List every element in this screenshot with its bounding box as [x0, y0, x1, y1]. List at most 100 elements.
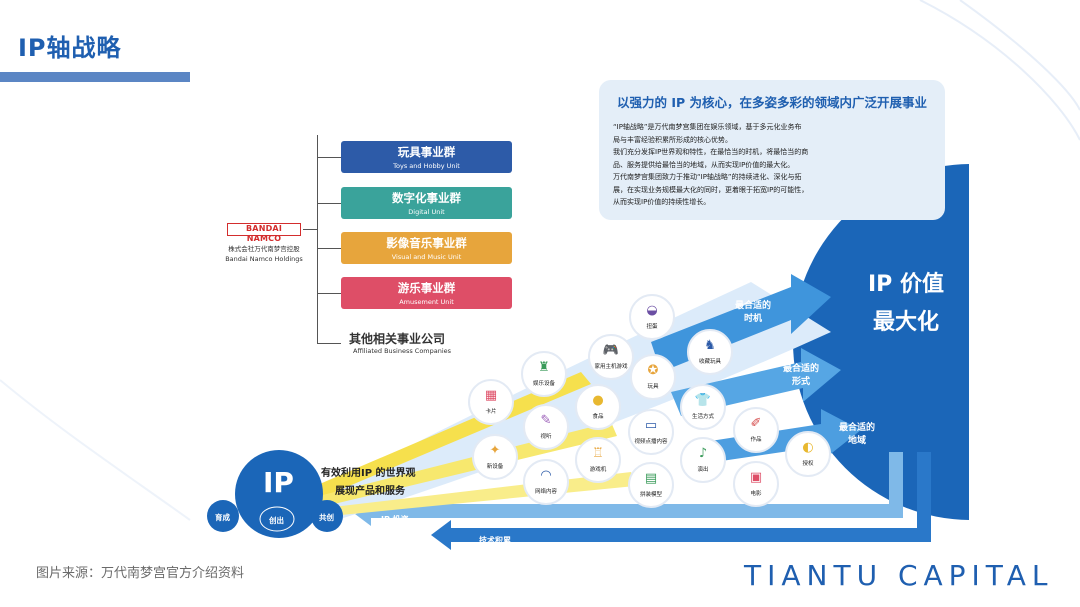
arrow-label-timing-line2: 时机	[743, 314, 762, 324]
arrow-label-region-line2: 地域	[847, 436, 866, 446]
unit-digital-en: Digital Unit	[408, 208, 445, 216]
unit-visual-music-en: Visual and Music Unit	[391, 253, 462, 261]
item-icon: ✪	[647, 363, 659, 378]
tree-trunk	[317, 135, 318, 343]
title-accent-bar	[0, 72, 190, 82]
nurture-circle	[207, 500, 239, 532]
item-label: 视听	[540, 434, 552, 440]
slogan-line-1: 有效利用IP 的世界观	[321, 468, 416, 479]
item-label: 游戏机	[589, 467, 607, 473]
item-icon: ●	[592, 393, 604, 408]
item-icon: ▣	[749, 470, 763, 485]
item-icon: ♪	[698, 446, 708, 461]
company-name-en: Bandai Namco Holdings	[225, 255, 303, 263]
item-icon: ✐	[750, 416, 762, 431]
tree-branch-2	[317, 203, 341, 204]
info-line-4: 品、服务提供给最恰当的地域，从而实现IP价值的最大化。	[613, 160, 795, 169]
item-icon: 👕	[694, 393, 712, 408]
item-label: 生活方式	[691, 414, 714, 420]
item-icon: ▭	[644, 418, 658, 433]
item-icon: 🎮	[602, 343, 620, 358]
arrow-label-timing: 最合适的 时机	[723, 300, 783, 326]
item-icon: ♖	[592, 446, 604, 461]
item-label: 食品	[592, 414, 604, 420]
flow-band-inner	[371, 452, 903, 518]
item-icon: ▦	[484, 388, 498, 403]
ip-value-line-2: 最大化	[872, 310, 939, 335]
item-label: 作品	[750, 437, 762, 443]
affiliated-en: Affiliated Business Companies	[353, 347, 452, 355]
tree-branch-aff	[317, 343, 341, 344]
info-line-6: 展，在实现业务规模最大化的同时，更着眼于拓宽IP的可能性，	[613, 185, 809, 194]
tree-branch-3	[317, 248, 341, 249]
nurture-label: 育成	[215, 513, 230, 522]
item-icon: ◠	[540, 468, 552, 483]
unit-visual-music: 影像音乐事业群 Visual and Music Unit	[341, 232, 512, 264]
unit-amusement-en: Amusement Unit	[399, 298, 454, 306]
flow-label-ip-investment: IP 投资	[381, 515, 409, 524]
arrow-label-form-line2: 形式	[791, 377, 810, 387]
arrow-label-form-line1: 最合适的	[782, 364, 819, 374]
info-box: 以强力的 IP 为核心，在多姿多彩的领域内广泛开展事业 “IP轴战略”是万代南梦…	[599, 80, 945, 220]
slogan-line-2: 展现产品和服务	[335, 486, 405, 497]
unit-amusement: 游乐事业群 Amusement Unit	[341, 277, 512, 309]
item-label: 视频点播内容	[634, 439, 668, 445]
flow-band-outer	[451, 452, 931, 542]
create-label: 创出	[269, 516, 284, 525]
strategy-diagram	[207, 164, 969, 550]
unit-amusement-cn: 游乐事业群	[397, 281, 456, 295]
item-label: 娱乐设备	[532, 381, 555, 387]
co-create-label: 共创	[319, 513, 334, 522]
info-line-2: 局与丰富经验积累所形成的核心优势。	[613, 135, 732, 144]
item-label: 玩具	[647, 384, 659, 390]
unit-visual-music-cn: 影像音乐事业群	[386, 236, 467, 250]
info-line-1: “IP轴战略”是万代南梦宫集团在娱乐领域，基于多元化业务布	[613, 123, 802, 131]
flow-label-tech-accumulation: 技术积累	[479, 536, 511, 545]
item-label: 电影	[750, 491, 762, 497]
item-label: 授权	[802, 461, 814, 467]
unit-toys: 玩具事业群 Toys and Hobby Unit	[341, 141, 512, 173]
arrow-label-timing-line1: 最合适的	[734, 301, 771, 311]
tree-connector-h	[303, 229, 317, 230]
item-icon: ♜	[538, 360, 550, 375]
item-label: 收藏玩具	[698, 359, 721, 365]
tree-branch-1	[317, 157, 341, 158]
item-icon: ✦	[489, 443, 501, 458]
item-icon: ◐	[802, 440, 814, 455]
item-label: 拼装模型	[639, 492, 662, 498]
info-line-7: 从而实现IP价值的持续性增长。	[613, 198, 711, 206]
item-icon: ▤	[644, 471, 658, 486]
company-logo: BANDAI NAMCO	[227, 223, 301, 243]
ip-center-label: IP	[263, 466, 294, 499]
unit-digital-cn: 数字化事业群	[392, 191, 461, 205]
arrow-label-region-line1: 最合适的	[838, 423, 875, 433]
tree-branch-4	[317, 293, 341, 294]
company-name-cn: 株式会社万代南梦宫控股	[228, 245, 300, 253]
flow-arrow-head-2	[431, 520, 451, 550]
page-title: IP轴战略	[18, 34, 122, 62]
info-title: 以强力的 IP 为核心，在多姿多彩的领域内广泛开展事业	[616, 95, 928, 110]
info-line-5: 万代南梦宫集团致力于推动“IP轴战略”的持续进化、深化与拓	[613, 173, 802, 181]
unit-toys-en: Toys and Hobby Unit	[393, 162, 460, 170]
item-circles	[468, 294, 831, 508]
item-icon: ◒	[646, 303, 658, 318]
info-line-3: 我们充分发挥IP世界观和特性，在最恰当的时机，将最恰当的商	[613, 148, 809, 156]
create-ellipse	[259, 506, 295, 532]
yellow-ray-1	[301, 372, 591, 502]
ip-circle	[235, 450, 323, 538]
strategy-panel: ◒扭蛋🎮家用主机游戏♞收藏玩具♜娱乐设备✪玩具▦卡片●食品👕生活方式✎视听▭视频…	[191, 72, 969, 552]
ip-value-line-1: IP 价值	[868, 272, 944, 297]
arrow-label-region: 最合适的 地域	[827, 422, 887, 448]
unit-digital: 数字化事业群 Digital Unit	[341, 187, 512, 219]
affiliated-cn: 其他相关事业公司	[349, 332, 446, 346]
arrow-label-form: 最合适的 形式	[771, 363, 831, 389]
item-label: 网络内容	[534, 489, 557, 495]
brand-logo-text: TIANTU CAPITAL	[744, 559, 1054, 592]
item-label: 卡片	[485, 409, 497, 415]
unit-toys-cn: 玩具事业群	[397, 145, 456, 159]
item-label: 演出	[697, 467, 709, 473]
item-icon: ✎	[540, 413, 552, 428]
image-source: 图片来源：万代南梦宫官方介绍资料	[36, 566, 245, 581]
item-icon: ♞	[704, 338, 716, 353]
